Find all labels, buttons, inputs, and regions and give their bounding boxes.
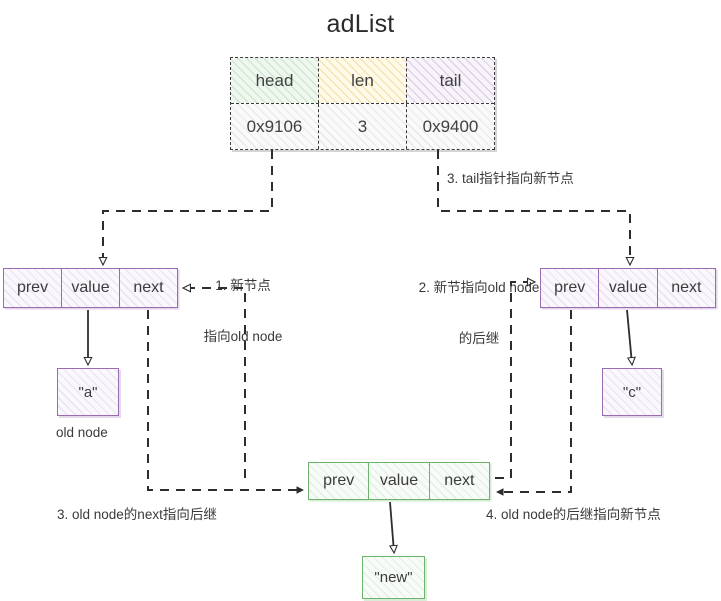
connector-newnode-to-oldnode <box>184 288 246 478</box>
caption-old-node: old node <box>56 425 108 440</box>
adlist-header-tail: tail <box>406 58 494 103</box>
node-new-prev: prev <box>309 463 369 499</box>
node-old-value: value <box>61 269 119 307</box>
node-successor-next: next <box>656 269 715 307</box>
value-box-new: "new" <box>362 556 425 599</box>
node-successor-value: value <box>598 269 657 307</box>
node-old-prev: prev <box>4 269 61 307</box>
annotation-step-3-next: 3. old node的next指向后继 <box>57 507 217 522</box>
annotation-step-3-tail: 3. tail指针指向新节点 <box>447 171 574 186</box>
annotation-step-2-line-2: 的后继 <box>458 331 500 346</box>
adlist-header-row: head len tail <box>231 58 494 104</box>
node-old: prev value next <box>3 268 178 308</box>
link-right-value-to-c <box>626 309 632 364</box>
annotation-step-2: 2. 新节指向old node 的后继 <box>404 245 554 381</box>
annotation-step-4: 4. old node的后继指向新节点 <box>486 507 661 522</box>
adlist-header-head: head <box>231 58 318 103</box>
node-successor-prev: prev <box>541 269 599 307</box>
value-box-a: "a" <box>57 368 119 416</box>
annotation-step-1-line-1: 1. 新节点 <box>215 278 271 293</box>
annotation-step-1-line-2: 指向old node <box>203 329 283 344</box>
node-old-next: next <box>119 269 177 307</box>
adlist-header-len: len <box>318 58 406 103</box>
connector-oldnode-next-to-newnode <box>147 310 304 494</box>
node-new-next: next <box>428 463 489 499</box>
connector-newnode-to-successor <box>495 282 534 479</box>
value-box-c: "c" <box>602 368 662 416</box>
connector-tail-to-right-node <box>437 150 630 264</box>
node-new: prev value next <box>308 462 490 500</box>
connector-successor-to-newnode <box>496 310 572 496</box>
link-new-value-to-new <box>390 501 394 552</box>
page-title: adList <box>326 10 395 38</box>
node-new-value: value <box>368 463 429 499</box>
annotation-step-2-line-1: 2. 新节指向old node <box>418 280 540 295</box>
connector-head-to-left-node <box>103 150 273 264</box>
adlist-value-tail: 0x9400 <box>406 104 494 149</box>
adlist-value-row: 0x9106 3 0x9400 <box>231 104 494 149</box>
annotation-step-1: 1. 新节点 指向old node <box>183 243 303 379</box>
node-successor: prev value next <box>540 268 716 308</box>
adlist-value-head: 0x9106 <box>231 104 318 149</box>
adlist-struct-table: head len tail 0x9106 3 0x9400 <box>230 57 495 150</box>
adlist-value-len: 3 <box>318 104 406 149</box>
